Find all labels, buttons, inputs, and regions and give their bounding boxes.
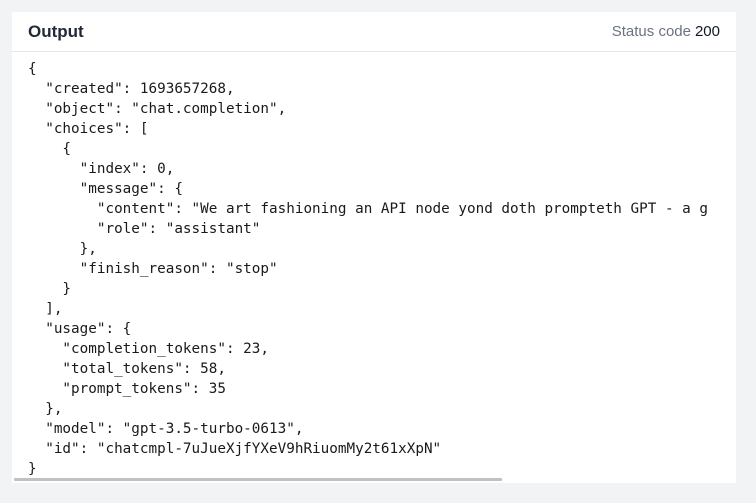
- code-line: "role": "assistant": [28, 221, 261, 237]
- code-line: "content": "We art fashioning an API nod…: [28, 201, 708, 217]
- code-line: "usage": {: [28, 321, 132, 337]
- status-code-label: Status code: [611, 23, 691, 40]
- code-line: }: [28, 281, 72, 297]
- code-line: "object": "chat.completion",: [28, 101, 287, 117]
- code-line: "completion_tokens": 23,: [28, 341, 270, 357]
- code-line: "prompt_tokens": 35: [28, 381, 226, 397]
- panel-title: Output: [28, 22, 84, 41]
- status-code-value: 200: [694, 23, 720, 40]
- code-line: {: [28, 61, 37, 77]
- code-line: "created": 1693657268,: [28, 81, 235, 97]
- horizontal-scrollbar[interactable]: [14, 478, 502, 481]
- code-line: "total_tokens": 58,: [28, 361, 226, 377]
- json-output-viewer[interactable]: { "created": 1693657268, "object": "chat…: [12, 53, 736, 483]
- code-line: {: [28, 141, 72, 157]
- code-line: },: [28, 401, 63, 417]
- code-line: },: [28, 241, 97, 257]
- code-line: "message": {: [28, 181, 183, 197]
- code-line: "choices": [: [28, 121, 149, 137]
- json-code-block: { "created": 1693657268, "object": "chat…: [28, 59, 708, 479]
- code-line: "index": 0,: [28, 161, 175, 177]
- code-line: }: [28, 461, 37, 477]
- code-line: "finish_reason": "stop": [28, 261, 278, 277]
- code-line: "model": "gpt-3.5-turbo-0613",: [28, 421, 304, 437]
- code-line: ],: [28, 301, 63, 317]
- code-line: "id": "chatcmpl-7uJueXjfYXeV9hRiuomMy2t6…: [28, 441, 442, 457]
